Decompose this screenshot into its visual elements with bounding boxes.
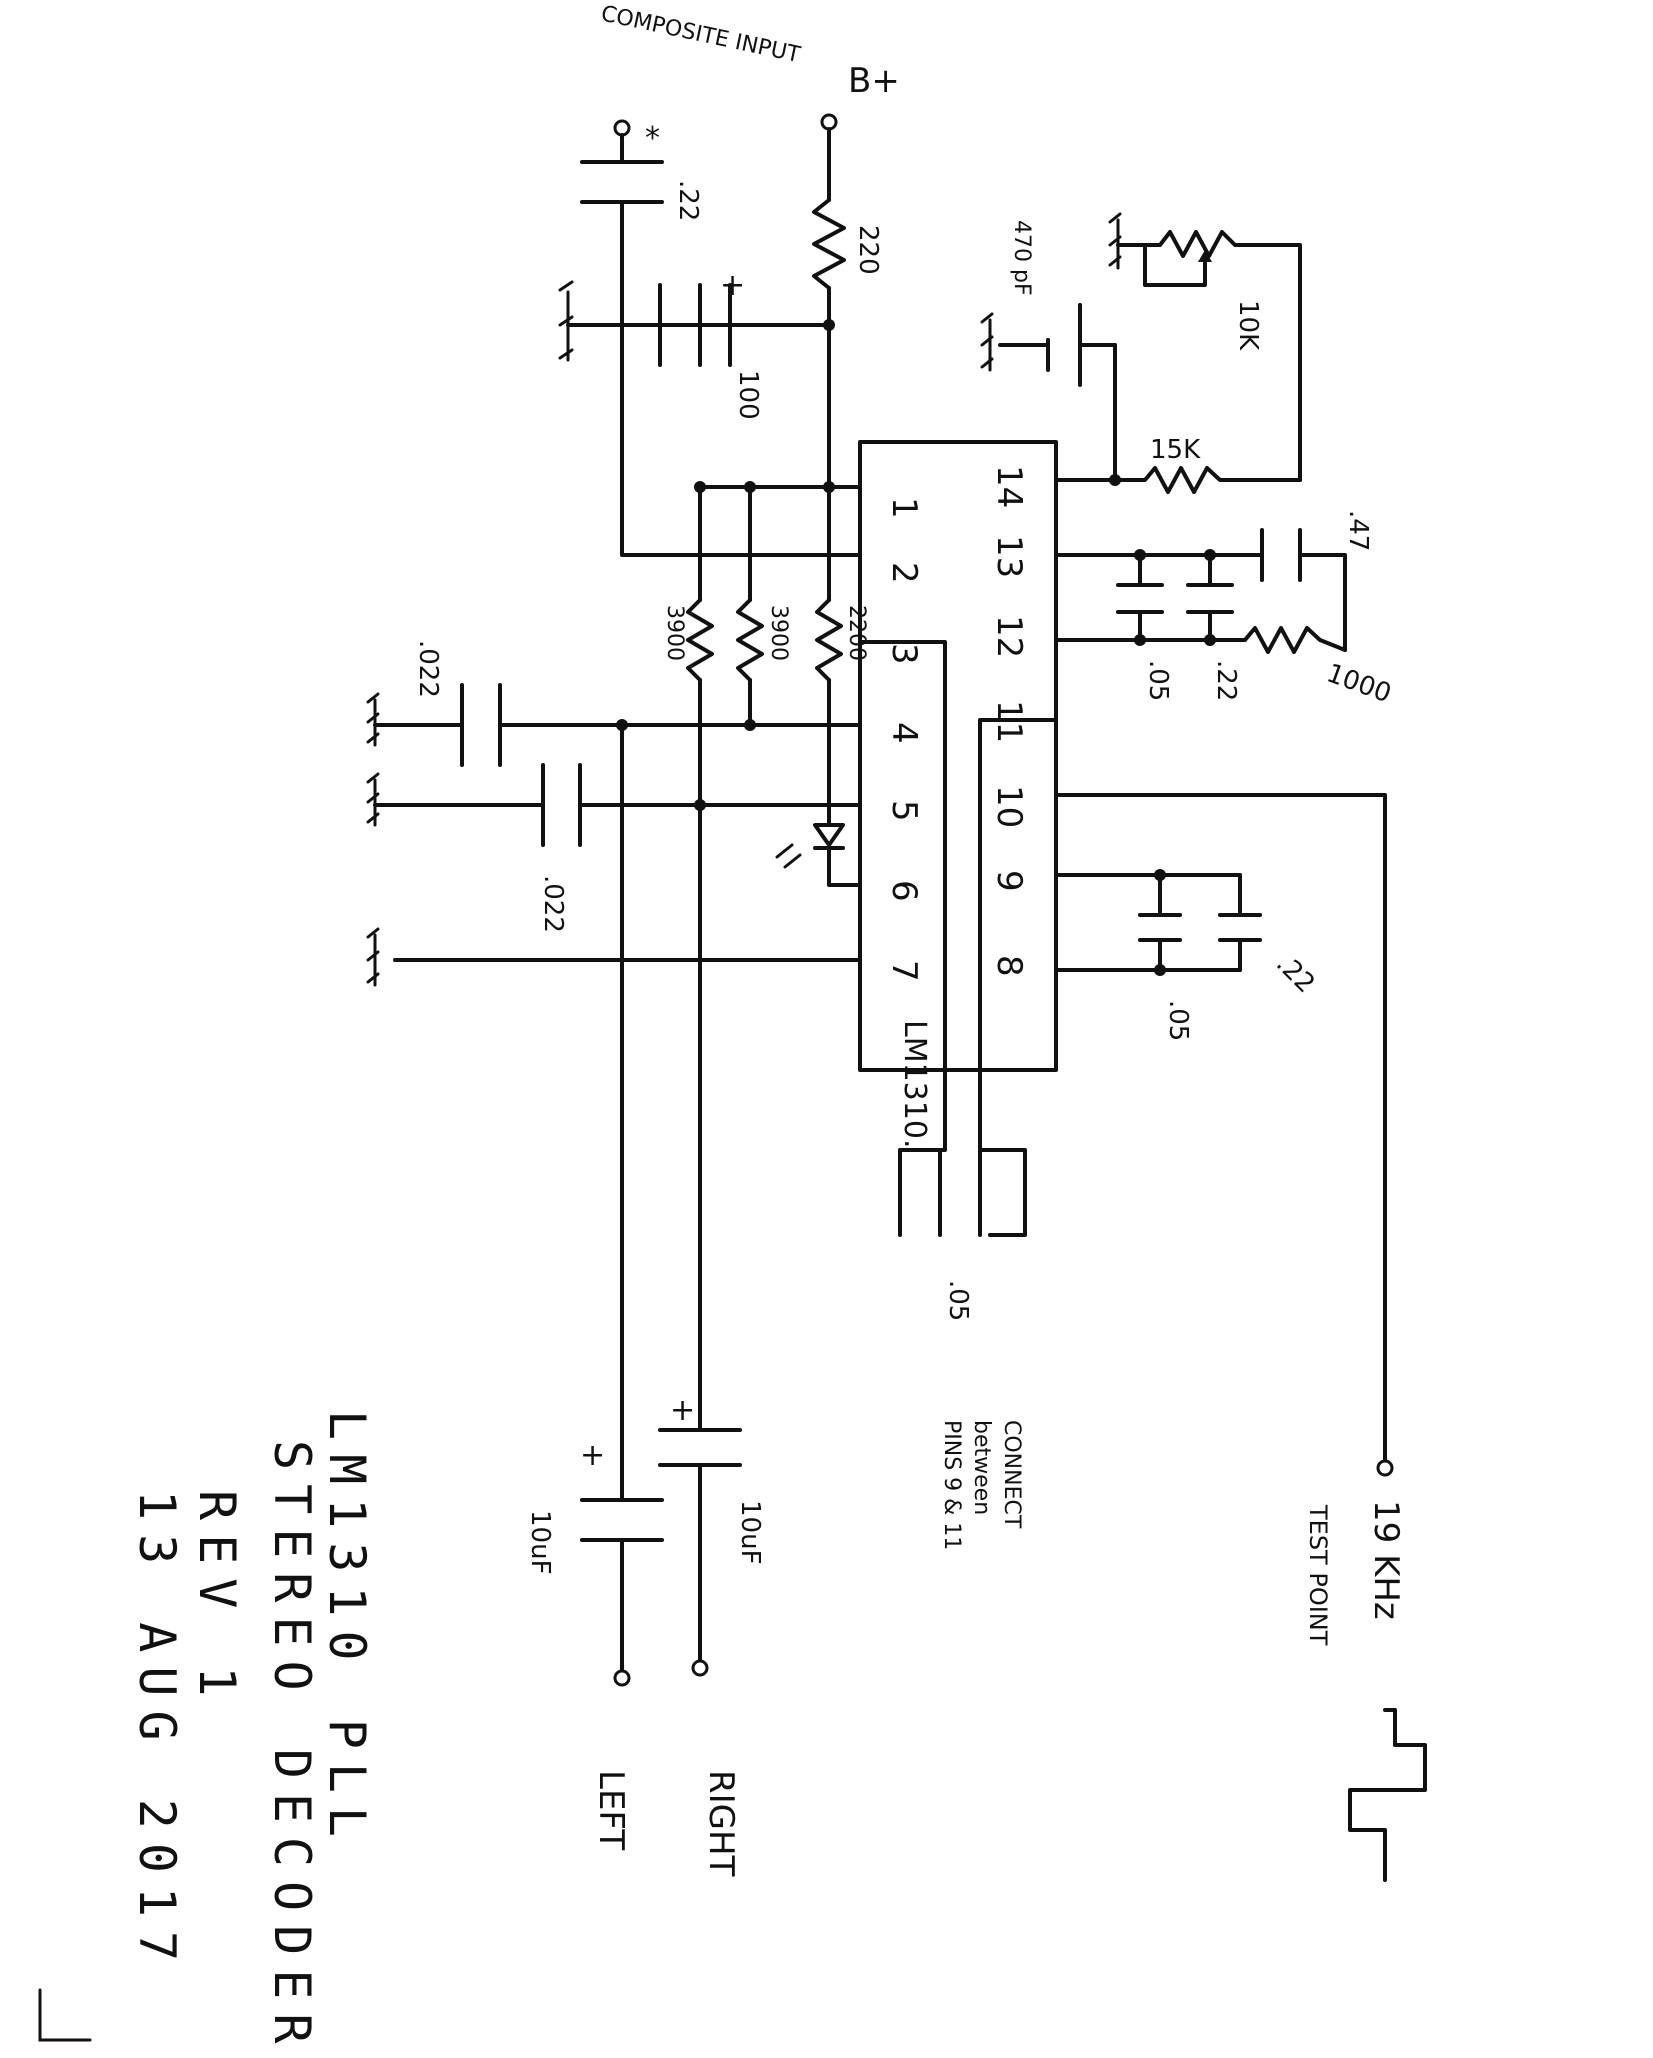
bplus-label: B+ [848, 61, 900, 101]
left-output-terminal [613, 1669, 631, 1687]
left-output-label: LEFT [591, 1770, 631, 1850]
scan-corner-mark [38, 1988, 92, 2042]
pin-9-label: 9 [989, 870, 1029, 892]
c-right-value: 10uF [735, 1500, 765, 1565]
pot-value: 10K [1233, 300, 1263, 351]
pin-7-label: 7 [884, 960, 924, 982]
pin-14-label: 14 [989, 465, 1029, 508]
pin-13-label: 13 [989, 535, 1029, 578]
square-wave-icon [1348, 1708, 1427, 1882]
connect-note-1: CONNECT [999, 1420, 1024, 1529]
bplus-terminal [820, 113, 838, 131]
test-point: 19 KHz TEST POINT [1054, 793, 1427, 1882]
composite-terminal [613, 119, 631, 137]
title-line3: REV 1 [188, 1490, 246, 1711]
outputs: + 10uF LEFT + 10uF RIGHT [525, 723, 765, 1877]
r1-value: 3900 [662, 605, 687, 661]
pin-8-label: 8 [989, 955, 1029, 977]
c-89a-value: .05 [1163, 1000, 1193, 1041]
pin-6-label: 6 [884, 880, 924, 902]
title-block: LM1310 PLL STEREO DECODER REV 1 13 AUG 2… [128, 1410, 376, 2057]
resistor-2200 [815, 598, 843, 682]
c-right-plus: + [670, 1393, 695, 1428]
c-13b-value: .22 [1211, 660, 1241, 701]
resistor-3900-a [686, 598, 714, 682]
pin-3-label: 3 [884, 643, 924, 665]
c-bottom-value: .05 [943, 1280, 973, 1321]
freq-label: 19 KHz [1366, 1500, 1406, 1620]
pin1-network: 3900 3900 2200 [662, 481, 869, 1012]
pin3-pin11-loop: .05 CONNECT between PINS 9 & 11 [858, 640, 1058, 1550]
title-line2: STEREO DECODER [263, 1440, 321, 2057]
c-supply-plus: + [720, 268, 745, 303]
pin-5-label: 5 [884, 800, 924, 822]
c-left-plus: + [580, 1438, 605, 1473]
pin9-pin8-caps: .05 .22 [1054, 869, 1321, 1041]
pin-1-label: 1 [884, 497, 924, 519]
resistor-1000 [1243, 626, 1347, 654]
r2-value: 3900 [766, 605, 791, 661]
resistor-3900-b [736, 598, 764, 682]
right-output-label: RIGHT [701, 1770, 741, 1877]
c-supply-value: 100 [733, 370, 763, 420]
test-point-label: TEST POINT [1304, 1504, 1332, 1646]
c-14-value: 470 pF [1009, 220, 1034, 296]
c-13a-value: .05 [1143, 660, 1173, 701]
lm1310-chip: 1 2 3 4 5 6 7 14 13 12 11 10 9 8 LM1310. [858, 440, 1058, 1148]
r-14-value: 15K [1150, 435, 1201, 465]
resistor-15k [1113, 466, 1302, 494]
right-output-terminal [691, 1659, 709, 1677]
pin14-network: 470 pF 15K 10K [980, 212, 1302, 494]
title-line4: 13 AUG 2017 [128, 1490, 186, 1975]
composite-label: COMPOSITE INPUT [599, 1, 803, 68]
test-point-terminal [1376, 1459, 1394, 1477]
connect-note-2: between [969, 1420, 994, 1515]
pin-12-label: 12 [989, 615, 1029, 658]
r-12-value: 1000 [1323, 658, 1395, 709]
pin13-pin12-network: .05 .22 .47 1000 [1054, 510, 1395, 709]
pin-4-label: 4 [884, 722, 924, 744]
c-pin4-value: .022 [413, 640, 443, 698]
chip-label: LM1310. [897, 1020, 932, 1148]
composite-cap-value: .22 [673, 180, 703, 221]
title-line1: LM1310 PLL [318, 1410, 376, 1851]
c-89b-value: .22 [1270, 949, 1320, 999]
pin-10-label: 10 [989, 785, 1029, 828]
resistor-220 [812, 198, 846, 290]
c-top-value: .47 [1343, 510, 1373, 551]
pin-2-label: 2 [884, 562, 924, 584]
stereo-led [813, 823, 845, 847]
r3-value: 2200 [844, 605, 869, 661]
pin4-pin5-caps: .022 .022 [366, 640, 862, 987]
r-bplus-value: 220 [853, 225, 883, 275]
bplus-supply: B+ 220 + 100 [658, 61, 900, 489]
potentiometer-10k [1138, 230, 1242, 258]
connect-note-3: PINS 9 & 11 [939, 1420, 964, 1550]
c-left-value: 10uF [525, 1510, 555, 1575]
input-star: * [645, 121, 660, 156]
c-pin5-value: .022 [538, 875, 568, 933]
